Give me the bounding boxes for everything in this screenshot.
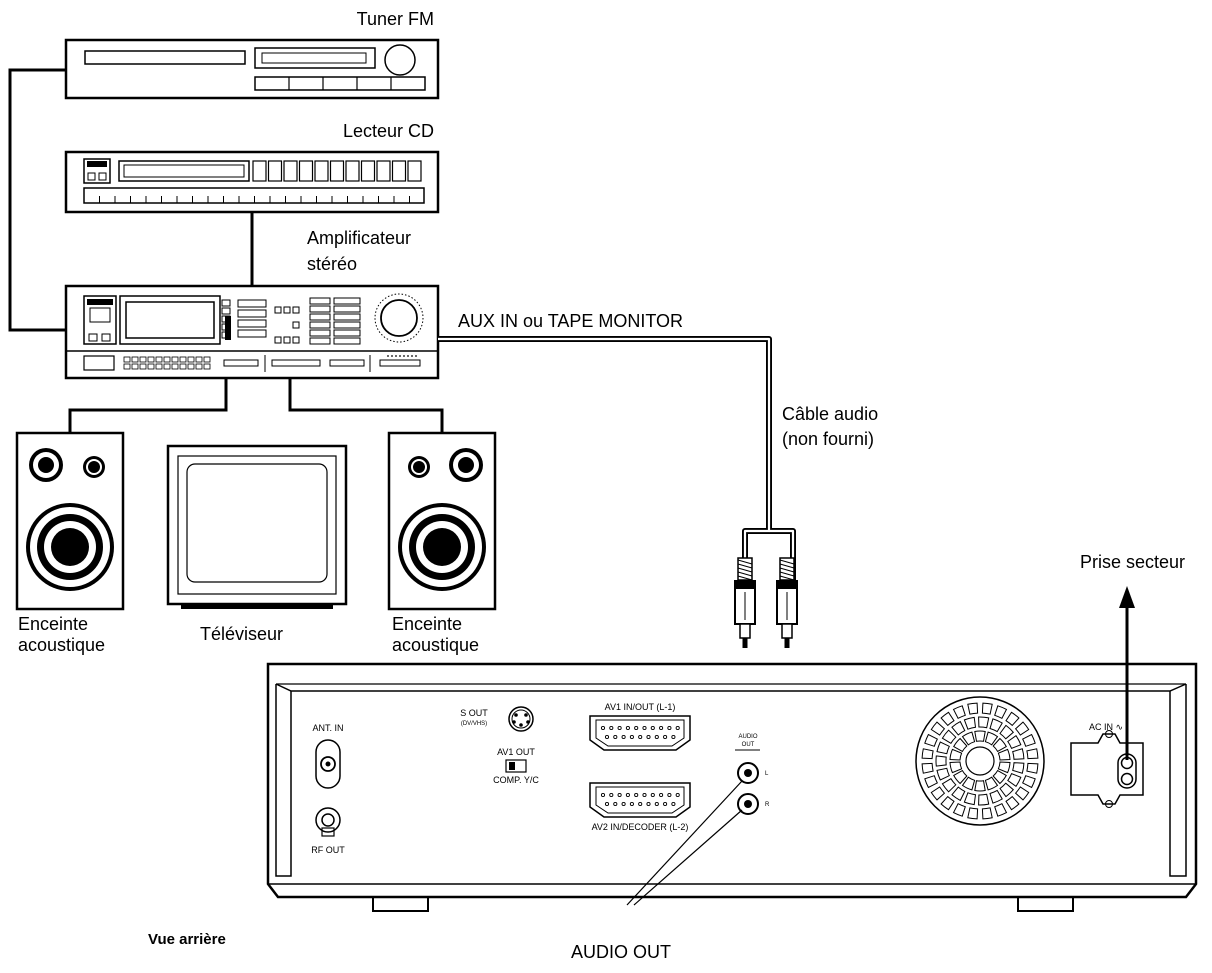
- ant-in-label: ANT. IN: [312, 723, 343, 733]
- audio-jack-label: AUDIO: [738, 734, 757, 740]
- r-channel-label: R: [765, 802, 770, 808]
- av2-decoder-label: AV2 IN/DECODER (L-2): [592, 822, 689, 832]
- rf-out-label: RF OUT: [311, 845, 345, 855]
- audio-out-label: AUDIO OUT: [571, 942, 671, 962]
- av1-out-label: AV1 OUT: [497, 747, 535, 757]
- comp-yc-label: COMP. Y/C: [493, 775, 539, 785]
- amplifier-label-line2: stéréo: [307, 254, 357, 274]
- aux-in-label: AUX IN ou TAPE MONITOR: [458, 311, 683, 331]
- av1-inout-label: AV1 IN/OUT (L-1): [605, 702, 676, 712]
- l-channel-label: L: [765, 771, 769, 777]
- audio-cable-label-line1: Câble audio: [782, 404, 878, 424]
- ac-in-label: AC IN ∿: [1089, 722, 1123, 732]
- tuner-label: Tuner FM: [357, 9, 434, 29]
- component-wiring: [8, 68, 444, 433]
- s-out-label: S OUT: [460, 708, 488, 718]
- s-out-sub-label: (DV/VHS): [461, 721, 487, 727]
- amplifier-label-line1: Amplificateur: [307, 228, 411, 248]
- rca-plug-right: [776, 557, 798, 648]
- rca-plug-left: [734, 557, 756, 648]
- right-speaker-label-line1: Enceinte: [392, 614, 462, 634]
- right-speaker-label-line2: acoustique: [392, 635, 479, 655]
- left-speaker-label-line1: Enceinte: [18, 614, 88, 634]
- rear-view-label: Vue arrière: [148, 931, 226, 948]
- left-speaker-label-line2: acoustique: [18, 635, 105, 655]
- mains-socket-label: Prise secteur: [1080, 552, 1185, 572]
- out-jack-label: OUT: [742, 742, 755, 748]
- stereo-amplifier: [64, 284, 440, 380]
- mains-arrow: [1119, 586, 1135, 760]
- cd-player: [64, 150, 440, 214]
- television-label: Téléviseur: [200, 624, 283, 644]
- cd-player-label: Lecteur CD: [343, 121, 434, 141]
- fm-tuner: [64, 38, 440, 100]
- television: [166, 444, 348, 609]
- audio-cable-label-line2: (non fourni): [782, 429, 874, 449]
- right-speaker: [387, 431, 497, 611]
- left-speaker: [15, 431, 125, 611]
- vcr-rear-panel: [266, 662, 1198, 912]
- audio-out-callout: [626, 780, 743, 906]
